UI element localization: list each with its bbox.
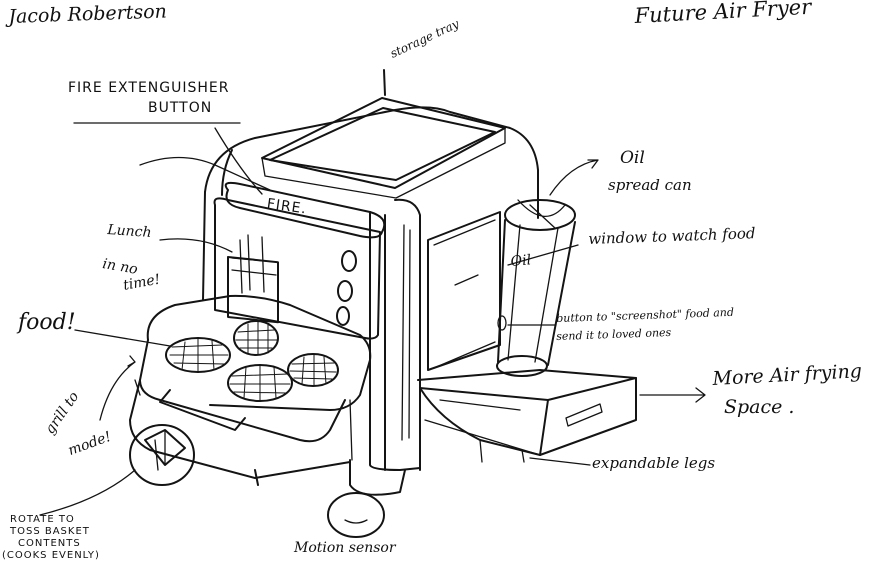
side-window (427, 211, 501, 371)
motion-sensor (327, 492, 385, 538)
control-panel (213, 181, 386, 340)
fryer-body (202, 106, 539, 496)
fire-button-label-line2: BUTTON (148, 100, 213, 116)
rotate-label-line2: TOSS BASKET (10, 526, 90, 537)
rotate-label-line3: CONTENTS (18, 538, 81, 549)
more-space-label-line2: Space . (724, 396, 795, 418)
rotate-label-line1: ROTATE TO (10, 514, 75, 525)
rotate-knob (129, 424, 195, 486)
lunch-label-line1: Lunch (106, 222, 153, 242)
grill-basket (129, 294, 372, 479)
rotate-label-line4: (COOKS EVENLY) (2, 550, 100, 561)
legs-label: expandable legs (592, 454, 716, 472)
expansion-drawer (417, 369, 637, 463)
oil-label-line2: spread can (608, 176, 692, 194)
oil-can (496, 199, 576, 377)
motion-sensor-label: Motion sensor (294, 540, 396, 556)
fire-button-label-line1: FIRE EXTENGUISHER (68, 80, 230, 96)
storage-tray (261, 69, 506, 199)
annotation-arrows (39, 122, 706, 516)
oil-label-line1: Oil (620, 148, 645, 168)
oil-can-text: Oil (510, 252, 532, 270)
food-label: food! (18, 310, 76, 335)
